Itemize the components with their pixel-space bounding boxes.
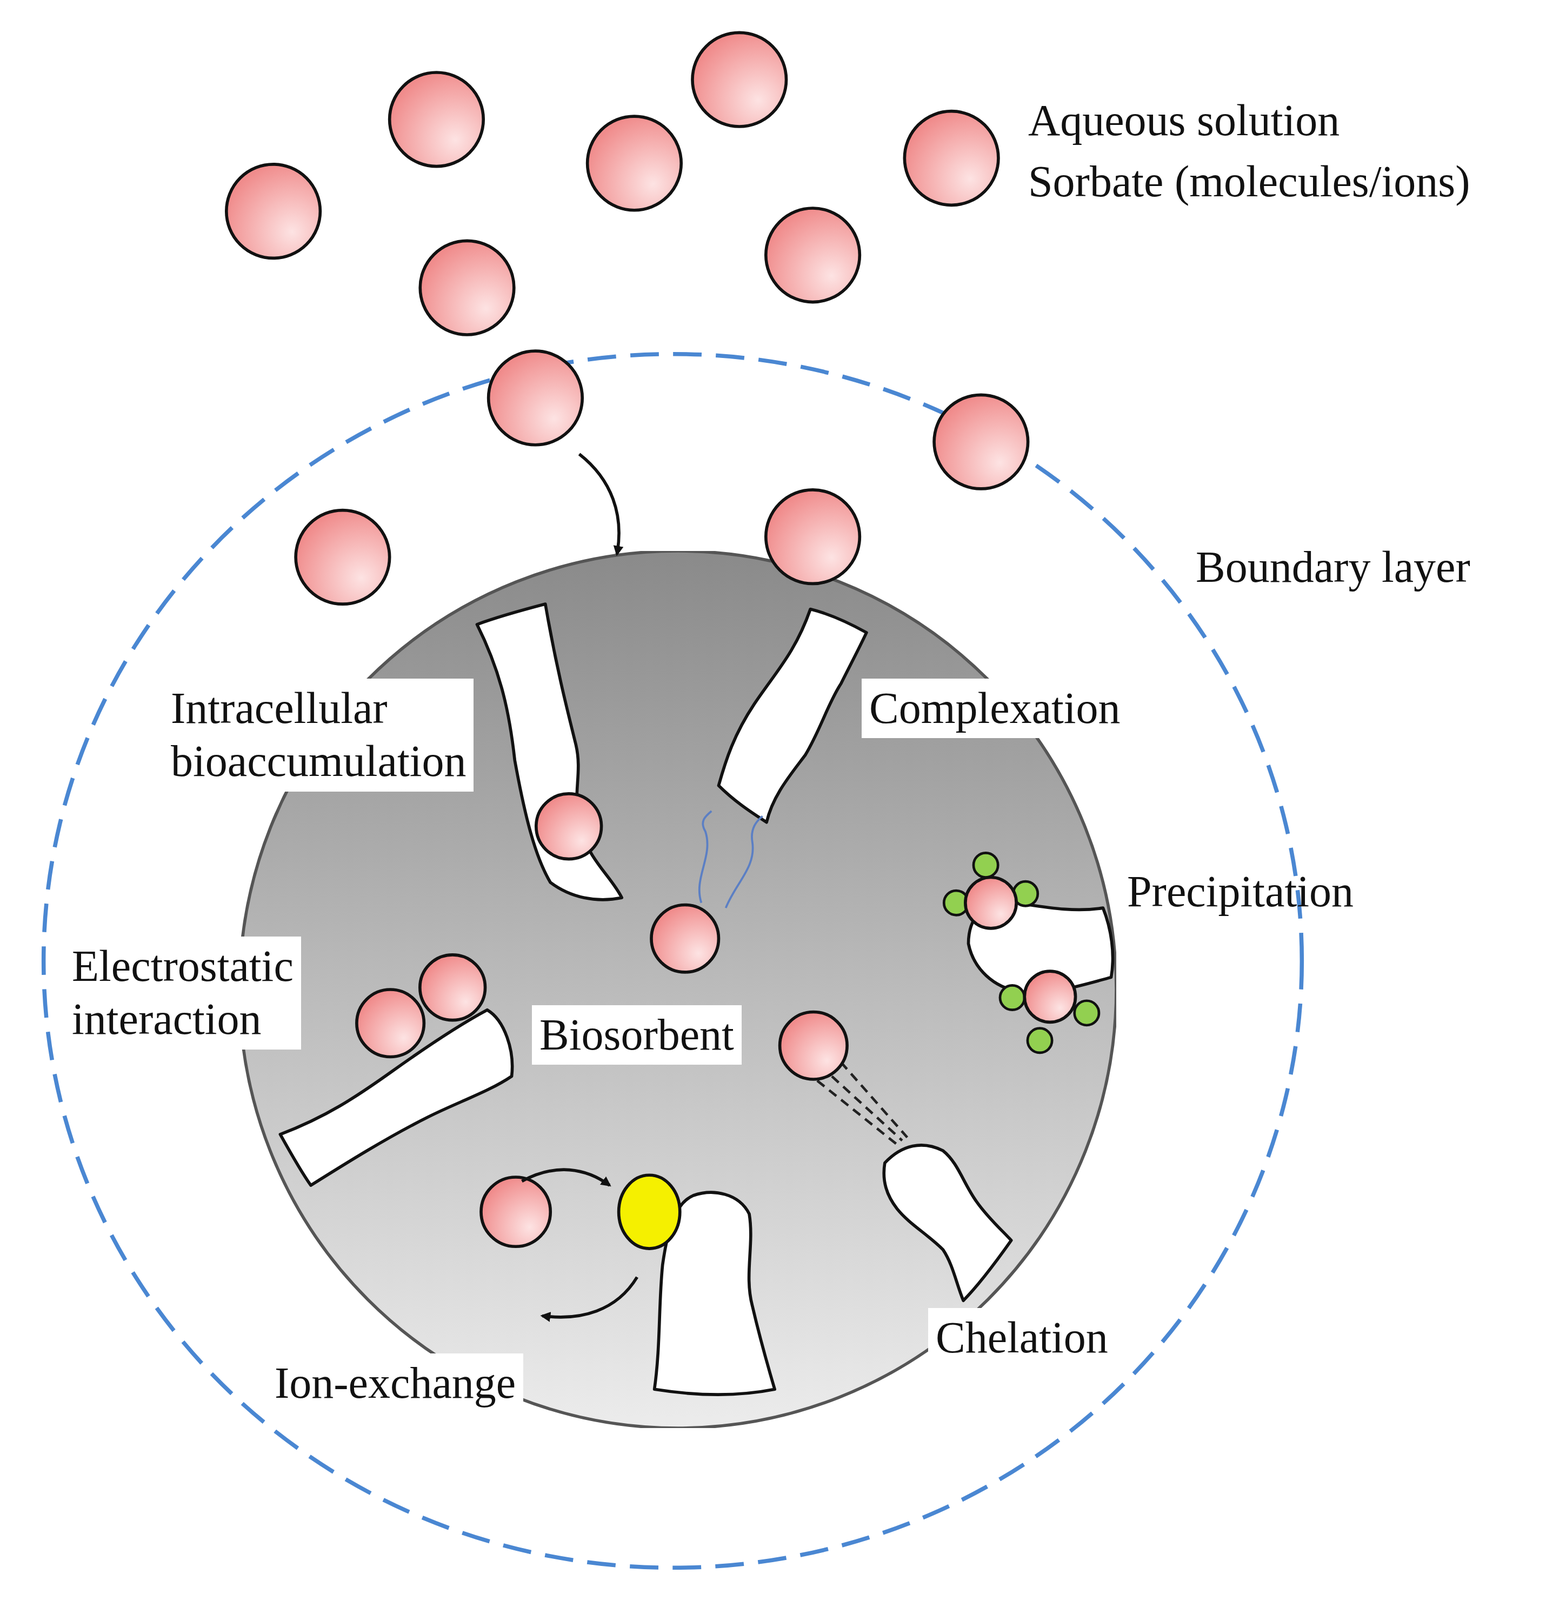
medium-label: Aqueous solution (1028, 94, 1340, 148)
mechanism-label: Chelation (928, 1307, 1116, 1368)
biosorbent-disk (239, 550, 1117, 1428)
sorbate-label: Sorbate (molecules/ions) (1028, 155, 1471, 209)
mechanism-label: Ion-exchange (267, 1353, 524, 1413)
node-label: Boundary layer (1195, 540, 1471, 594)
mechanism-label: Precipitation (1127, 864, 1354, 918)
mechanism-label: Electrostatic interaction (64, 936, 302, 1050)
mechanism-label: Intracellular bioaccumulation (163, 678, 474, 792)
mechanism-label: Complexation (861, 678, 1129, 738)
node-label: Biosorbent (531, 1004, 742, 1065)
boundary-layer: Boundary layerBiosorbent (40, 350, 1305, 1571)
biosorbent-particle: Biosorbent (239, 550, 1117, 1428)
